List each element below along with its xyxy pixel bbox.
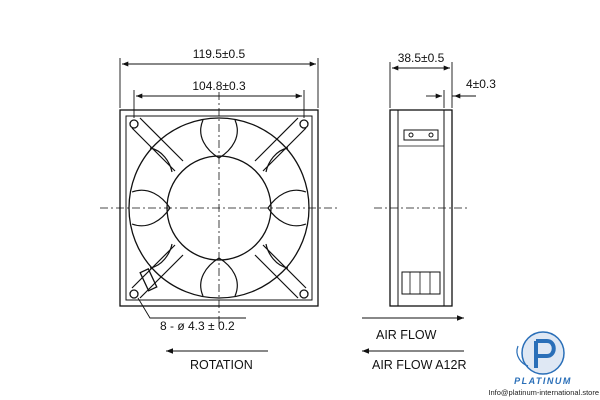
dim-hole-spacing: 104.8±0.3 <box>192 79 246 93</box>
mount-hole-tl <box>129 119 139 129</box>
platinum-logo <box>516 331 565 375</box>
dim-holes: 8 - ø 4.3 ± 0.2 <box>160 319 235 333</box>
dim-overall-width: 119.5±0.5 <box>193 47 246 61</box>
dim-depth: 38.5±0.5 <box>398 51 445 65</box>
rotation-label: ROTATION <box>190 358 253 372</box>
front-view <box>100 92 340 324</box>
mount-hole-br <box>299 289 309 299</box>
mount-hole-tr <box>299 119 309 129</box>
air-flow-a12r-label: AIR FLOW A12R <box>372 358 466 372</box>
brand-name: PLATINUM <box>514 376 572 386</box>
mount-hole-bl <box>129 289 139 299</box>
side-view <box>374 109 468 307</box>
cable-outlet <box>139 267 158 292</box>
dim-flange: 4±0.3 <box>466 77 496 91</box>
air-flow-label: AIR FLOW <box>376 328 437 342</box>
brand-contact: Info@platinum-international.store <box>488 388 599 397</box>
